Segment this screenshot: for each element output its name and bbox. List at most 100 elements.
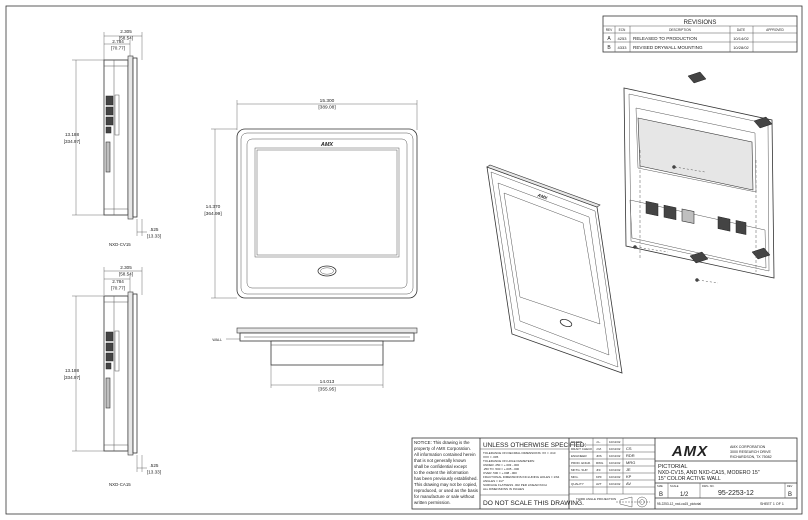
- tolerance-line-8: SURFACE FLATNESS .002 PER LINEAR INCH: [483, 483, 547, 487]
- cv15-dim-lip-mm: [13.33]: [147, 234, 161, 239]
- scale-value: 1/2: [680, 492, 689, 498]
- tolerance-line-2: TOLERANCE ON HOLE DIAMETERS:: [483, 459, 535, 463]
- cv15-dim-height-mm: [334.97]: [64, 139, 81, 144]
- third-angle-projection-icon: [616, 496, 650, 508]
- cv15-dim-depth: 2.784: [112, 39, 124, 44]
- drawing-title-3: 15" COLOR ACTIVE WALL: [658, 476, 721, 482]
- appr-role-3: PROD. ENGR.: [571, 461, 591, 465]
- pictorial-power-button: [559, 318, 573, 328]
- size-label: SIZE: [657, 484, 663, 488]
- pictorial-view: AMX: [486, 71, 775, 374]
- dwg-no-label: DWG. NO.: [702, 484, 715, 488]
- ca15-dim-lip: .525: [150, 463, 159, 468]
- appr-date-5: 10/11/02: [609, 475, 621, 479]
- appr-init-0: J.L.: [596, 440, 601, 444]
- drawing-title-2: NXD-CV15, AND NXD-CA15, MODERO 15": [658, 470, 760, 476]
- rev-row-a-date: 10/14/02: [733, 36, 749, 41]
- rev-row-b-ecn: 4333: [618, 45, 628, 50]
- side-view-ca15: 2.305 [58.54] 2.784 [70.77] 13.188 [334.…: [64, 265, 161, 487]
- appr-mark-3: MRG: [626, 460, 635, 465]
- notice-line-10: written permission.: [414, 500, 451, 505]
- appr-date-2: 10/11/02: [609, 454, 621, 458]
- pictorial-brand-logo: AMX: [536, 192, 549, 201]
- appr-role-5: MFG.: [571, 475, 579, 479]
- appr-init-3: RWG: [596, 461, 604, 465]
- appr-date-6: 10/11/02: [609, 482, 621, 486]
- tolerance-line-1: XXX = .005: [483, 455, 499, 459]
- revisions-table: REVISIONS REV ECN DESCRIPTION DATE APPRO…: [602, 15, 798, 53]
- ca15-caption: NXD-CA15: [109, 482, 131, 487]
- appr-date-3: 10/11/02: [609, 461, 621, 465]
- front-dim-width: 15.300: [320, 98, 335, 104]
- size-value: B: [659, 492, 663, 498]
- tolerance-line-5: OVER .500 = +.008 -.000: [483, 471, 517, 475]
- notice-line-7: This drawing may not be copied,: [414, 482, 477, 487]
- rev-value: B: [788, 492, 792, 498]
- appr-mark-4: JE: [626, 467, 631, 472]
- appr-mark-6: AV: [626, 481, 631, 486]
- appr-init-1: J.M.: [596, 447, 602, 451]
- ca15-dim-height: 13.188: [65, 368, 79, 373]
- appr-mark-2: RDR: [626, 453, 635, 458]
- rev-label: REV: [787, 484, 793, 488]
- scale-label: SCALE: [670, 484, 679, 488]
- ca15-dim-total-mm: [58.54]: [119, 272, 133, 277]
- notice-line-0: NOTICE: This drawing is the: [414, 440, 470, 445]
- ca15-dim-height-mm: [334.97]: [64, 375, 81, 380]
- sheet-number: SHEET 1 OF 1: [760, 502, 784, 506]
- appr-date-0: 10/11/02: [609, 440, 621, 444]
- rev-row-b-rev: B: [607, 45, 611, 51]
- notice-line-8: reproduced, or used as the basis: [414, 488, 479, 493]
- notice-line-5: to the extent the information: [414, 470, 469, 475]
- tolerance-block: UNLESS OTHERWISE SPECIFIED: TOLERANCE ON…: [480, 442, 586, 507]
- appr-date-4: 10/11/02: [609, 468, 621, 472]
- company-addr1: 3000 RESEARCH DRIVE: [730, 450, 772, 454]
- bottom-view: WALL 14.013 [355.95]: [212, 327, 418, 393]
- revisions-title: REVISIONS: [684, 20, 717, 26]
- appr-role-0: DRAWN: [571, 440, 582, 444]
- rev-row-b-date: 10/28/02: [733, 45, 749, 50]
- drawing-title-1: PICTORIAL: [658, 464, 687, 470]
- rev-row-b-desc: REVISED DRYWALL MOUNTING: [633, 45, 703, 50]
- projection-label: THIRD ANGLE PROJECTION: [576, 497, 616, 501]
- tolerance-footer: DO NOT SCALE THIS DRAWING.: [483, 500, 584, 507]
- front-dim-width-mm: [389.08]: [318, 105, 335, 111]
- notice-line-4: shall be confidential except: [414, 464, 468, 469]
- rev-header-date: DATE: [737, 28, 745, 32]
- sheet-border: [5, 5, 803, 515]
- notice-line-1: property of AMX Corporation.: [414, 446, 471, 451]
- tolerance-line-7: ANGLES = 1/2°: [483, 479, 505, 483]
- notice-line-3: that is not generally known: [414, 458, 467, 463]
- file-name: 95-2253-12_nxd-ca15_pictorial: [657, 502, 701, 506]
- appr-date-1: 10/11/02: [609, 447, 621, 451]
- title-block: NOTICE: This drawing is the property of …: [411, 437, 798, 510]
- notice-block: NOTICE: This drawing is the property of …: [414, 440, 479, 505]
- company-block: AMX AMX CORPORATION 3000 RESEARCH DRIVE …: [671, 443, 772, 460]
- appr-init-5: KPF: [596, 475, 602, 479]
- front-view: 15.300 [389.08] AMX 14.370 [364.99]: [204, 98, 418, 299]
- company-addr2: RICHARDSON, TX 75082: [730, 455, 772, 459]
- cv15-dim-lip: .525: [150, 227, 159, 232]
- dwg-no-value: 95-2253-12: [718, 490, 754, 497]
- notice-line-6: has been previously established.: [414, 476, 478, 481]
- rev-row-a-ecn: 4253: [618, 36, 628, 41]
- cv15-dim-total-mm: [58.54]: [119, 36, 133, 41]
- cv15-caption: NXD-CV15: [109, 242, 131, 247]
- tolerance-line-9: ALL DIMENSIONS IN INCHES: [483, 487, 524, 491]
- rev-header-desc: DESCRIPTION: [669, 28, 691, 32]
- company-logo: AMX: [671, 443, 708, 460]
- tolerance-line-4: .250 TO .500 = +.005 -.000: [483, 467, 519, 471]
- appr-role-1: DRAFT CHECK: [571, 447, 592, 451]
- ca15-dim-lip-mm: [13.33]: [147, 470, 161, 475]
- tolerance-title: UNLESS OTHERWISE SPECIFIED:: [483, 442, 586, 449]
- rev-row-a-desc: RELEASED TO PRODUCTION: [633, 36, 697, 41]
- rev-header-approved: APPROVED: [766, 28, 784, 32]
- tolerance-line-3: UNDER .250 = +.003 -.000: [483, 463, 519, 467]
- approvals-block: DRAWN J.L. 10/11/02 DRAFT CHECK J.M. 10/…: [569, 438, 655, 508]
- tolerance-line-6: FRACTIONAL DIMENSIONS INCLUDING HOLES = …: [483, 475, 560, 479]
- appr-init-4: JNI: [596, 468, 601, 472]
- rev-row-a-rev: A: [607, 36, 611, 42]
- cv15-dim-depth-mm: [70.77]: [111, 46, 125, 51]
- bottom-dim-width: 14.013: [320, 379, 335, 385]
- ca15-dim-depth-mm: [70.77]: [111, 286, 125, 291]
